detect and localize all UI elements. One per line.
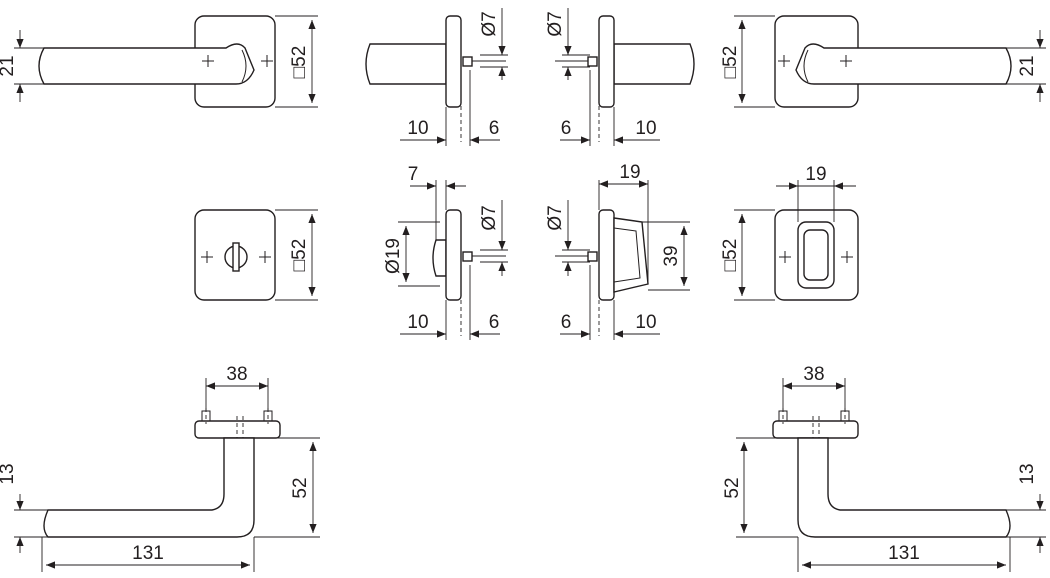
label-spindle-release: Ø7 <box>545 205 566 230</box>
dim-lever-thickness-right: 13 <box>1006 463 1046 553</box>
dim-release-width: 19 <box>776 164 856 222</box>
label-lever-drop-right: 52 <box>722 477 743 498</box>
dim-screw-spacing-left: 38 <box>205 364 269 411</box>
dim-lever-drop-right: 52 <box>722 437 798 538</box>
label-projection-turn: 10 <box>407 312 428 333</box>
dim-projection-side-left: 10 6 <box>400 70 500 146</box>
dim-rose-size-release: □52 <box>720 209 775 301</box>
dim-rose-size-right: □52 <box>720 15 775 108</box>
lever-top-view-right <box>772 408 1011 538</box>
dim-rose-size-left: □52 <box>275 15 318 108</box>
dim-escutcheon-height: 39 <box>642 221 690 291</box>
dim-escutcheon-projection: 19 <box>598 162 649 284</box>
label-screw-spacing-right: 38 <box>803 364 824 385</box>
label-lever-length-left: 131 <box>132 543 164 564</box>
label-turn-diameter: Ø19 <box>383 238 404 274</box>
lever-top-view-left <box>43 408 281 538</box>
label-projection-side-left: 10 <box>407 118 428 139</box>
label-offset-side-right: 6 <box>561 118 572 139</box>
label-offset-side-left: 6 <box>489 118 500 139</box>
dim-projection-side-right: 6 10 <box>560 70 660 146</box>
label-rose-size-right: □52 <box>720 46 741 79</box>
label-lever-height-right: 21 <box>1017 55 1038 76</box>
lever-rose-side-right <box>555 15 695 142</box>
lever-rose-front-right <box>774 15 1012 108</box>
dim-lever-drop-left: 52 <box>254 437 320 538</box>
label-lever-height-left: 21 <box>0 55 18 76</box>
lever-rose-side-left <box>365 15 506 142</box>
dim-lever-height-right: 21 <box>1006 30 1046 102</box>
label-projection-side-right: 10 <box>635 118 656 139</box>
dim-projection-release: 6 10 <box>560 265 660 340</box>
label-offset-turn: 6 <box>489 312 500 333</box>
dim-turn-offset: 7 <box>408 164 466 240</box>
label-spindle-side-right: Ø7 <box>545 11 566 36</box>
dim-spindle-side-right: Ø7 <box>545 8 590 80</box>
turn-side-view <box>432 209 506 336</box>
label-rose-size-left: □52 <box>289 46 310 79</box>
dim-lever-thickness-left: 13 <box>0 463 48 553</box>
label-escutcheon-height: 39 <box>661 245 682 266</box>
label-release-width: 19 <box>805 164 826 185</box>
label-lever-thickness-left: 13 <box>0 463 18 484</box>
label-turn-offset: 7 <box>408 164 419 185</box>
dim-screw-spacing-right: 38 <box>782 364 846 411</box>
label-lever-thickness-right: 13 <box>1017 463 1038 484</box>
dim-lever-length-right: 131 <box>797 537 1011 572</box>
dim-spindle-side-left: Ø7 <box>479 8 508 80</box>
dim-lever-height-left: 21 <box>0 30 44 102</box>
label-projection-release: 10 <box>635 312 656 333</box>
turn-rose-front <box>194 209 276 301</box>
label-escutcheon-projection: 19 <box>619 162 640 183</box>
label-spindle-side-left: Ø7 <box>479 11 500 36</box>
dim-turn-diameter: Ø19 <box>383 221 440 287</box>
label-lever-drop-left: 52 <box>290 477 311 498</box>
label-rose-size-turn: □52 <box>289 239 310 272</box>
label-rose-size-release: □52 <box>720 239 741 272</box>
dim-projection-turn: 10 6 <box>400 265 500 340</box>
dim-rose-size-turn: □52 <box>275 209 318 301</box>
label-screw-spacing-left: 38 <box>226 364 247 385</box>
lever-rose-front-left <box>38 15 276 108</box>
label-lever-length-right: 131 <box>888 543 920 564</box>
release-rose-front <box>774 209 859 301</box>
label-spindle-turn: Ø7 <box>479 205 500 230</box>
dim-spindle-release: Ø7 <box>545 200 590 276</box>
release-side-view <box>555 209 649 336</box>
dim-spindle-turn: Ø7 <box>479 200 508 276</box>
label-offset-release: 6 <box>561 312 572 333</box>
dim-lever-length-left: 131 <box>41 537 255 572</box>
